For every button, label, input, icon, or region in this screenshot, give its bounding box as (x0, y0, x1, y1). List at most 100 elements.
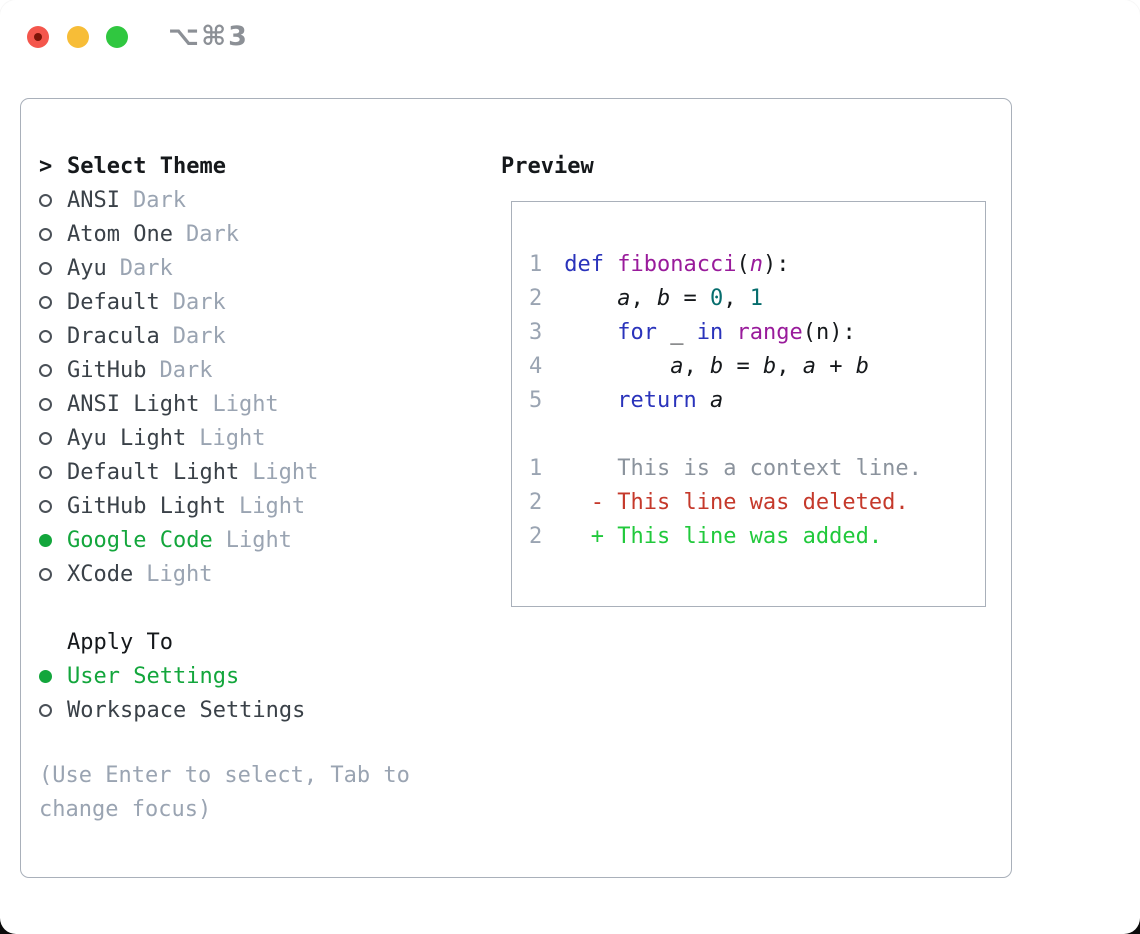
theme-name: Google Code (67, 527, 213, 553)
line-number: 3 (529, 320, 543, 345)
radio-unselected-icon (39, 465, 52, 479)
close-button[interactable] (27, 26, 49, 48)
code-token: + (815, 354, 856, 379)
code-token (564, 286, 617, 311)
theme-name: ANSI Light (67, 391, 200, 417)
radio-unselected-icon (39, 329, 52, 343)
radio-gutter (39, 703, 67, 717)
diff-line: 2 - This line was deleted. (529, 486, 985, 520)
theme-name: Dracula (67, 323, 160, 349)
theme-list-item[interactable]: Atom One Dark (39, 217, 479, 251)
theme-name: Default Light (67, 459, 240, 485)
theme-variant: Dark (159, 357, 213, 383)
radio-unselected-icon (39, 397, 52, 411)
code-token: _ (656, 320, 697, 345)
theme-name: Ayu (67, 255, 107, 281)
code-token: def (564, 252, 604, 277)
radio-gutter (39, 261, 67, 275)
apply-to-title: Apply To (67, 629, 173, 655)
theme-list-item[interactable]: Google Code Light (39, 523, 479, 557)
theme-variant: Light (199, 425, 266, 451)
line-number: 2 (529, 490, 543, 515)
theme-variant: Light (146, 561, 213, 587)
line-number: 1 (529, 456, 543, 481)
radio-unselected-icon (39, 193, 52, 207)
theme-list-item[interactable]: Ayu Dark (39, 251, 479, 285)
theme-name: Atom One (67, 221, 173, 247)
code-token (723, 320, 736, 345)
code-token: = (670, 286, 710, 311)
theme-name: GitHub (67, 357, 147, 383)
code-token: , (723, 286, 750, 311)
minimize-button[interactable] (67, 26, 89, 48)
code-token: range (736, 320, 803, 345)
apply-to-option-label: Workspace Settings (67, 697, 306, 723)
theme-variant: Dark (119, 255, 173, 281)
code-token: a (802, 354, 816, 379)
apply-to-option[interactable]: User Settings (39, 659, 305, 693)
chevron-icon: > (39, 153, 53, 179)
radio-gutter (39, 465, 67, 479)
radio-gutter (39, 295, 67, 309)
code-token: for (617, 320, 657, 345)
radio-unselected-icon (39, 363, 52, 377)
code-token: b (855, 354, 869, 379)
apply-to-header: Apply To (39, 625, 305, 659)
code-token: b (762, 354, 777, 379)
theme-list-item[interactable]: Ayu Light Light (39, 421, 479, 455)
code-token: a (670, 354, 684, 379)
line-number: 5 (529, 388, 543, 413)
theme-variant: Dark (185, 221, 239, 247)
radio-gutter (39, 227, 67, 241)
hint-text: (Use Enter to select, Tab to change focu… (39, 763, 410, 822)
apply-to-option-label: User Settings (67, 663, 240, 689)
code-token: ( (736, 252, 750, 277)
code-line: 5 return a (529, 384, 985, 418)
radio-gutter (39, 329, 67, 343)
theme-variant: Dark (132, 187, 186, 213)
code-token (564, 354, 670, 379)
titlebar: ⌥⌘3 (0, 0, 1140, 75)
code-token: = (723, 354, 763, 379)
window-title: ⌥⌘3 (168, 21, 249, 52)
theme-list-item[interactable]: GitHub Dark (39, 353, 479, 387)
code-token (564, 388, 617, 413)
code-token: return (617, 388, 697, 413)
diff-text: + This line was added. (564, 524, 883, 549)
apply-to-option[interactable]: Workspace Settings (39, 693, 305, 727)
code-token: , (683, 354, 710, 379)
radio-gutter (39, 193, 67, 207)
code-token (564, 320, 617, 345)
code-token: n (749, 252, 763, 277)
preview-title: Preview (501, 153, 594, 179)
code-line: 3 for _ in range(n): (529, 316, 985, 350)
theme-name: Ayu Light (67, 425, 187, 451)
theme-variant: Dark (172, 289, 226, 315)
theme-variant: Light (225, 527, 292, 553)
theme-name: XCode (67, 561, 134, 587)
zoom-button[interactable] (106, 26, 128, 48)
radio-unselected-icon (39, 431, 52, 445)
theme-variant: Light (238, 493, 306, 519)
blank-line (529, 418, 985, 452)
code-token: , (630, 286, 657, 311)
radio-unselected-icon (39, 703, 52, 717)
radio-unselected-icon (39, 227, 52, 241)
radio-selected-icon (39, 533, 52, 547)
code-line: 2 a, b = 0, 1 (529, 282, 985, 316)
radio-unselected-icon (39, 567, 52, 581)
theme-list-item[interactable]: XCode Light (39, 557, 479, 591)
diff-line: 2 + This line was added. (529, 520, 985, 554)
